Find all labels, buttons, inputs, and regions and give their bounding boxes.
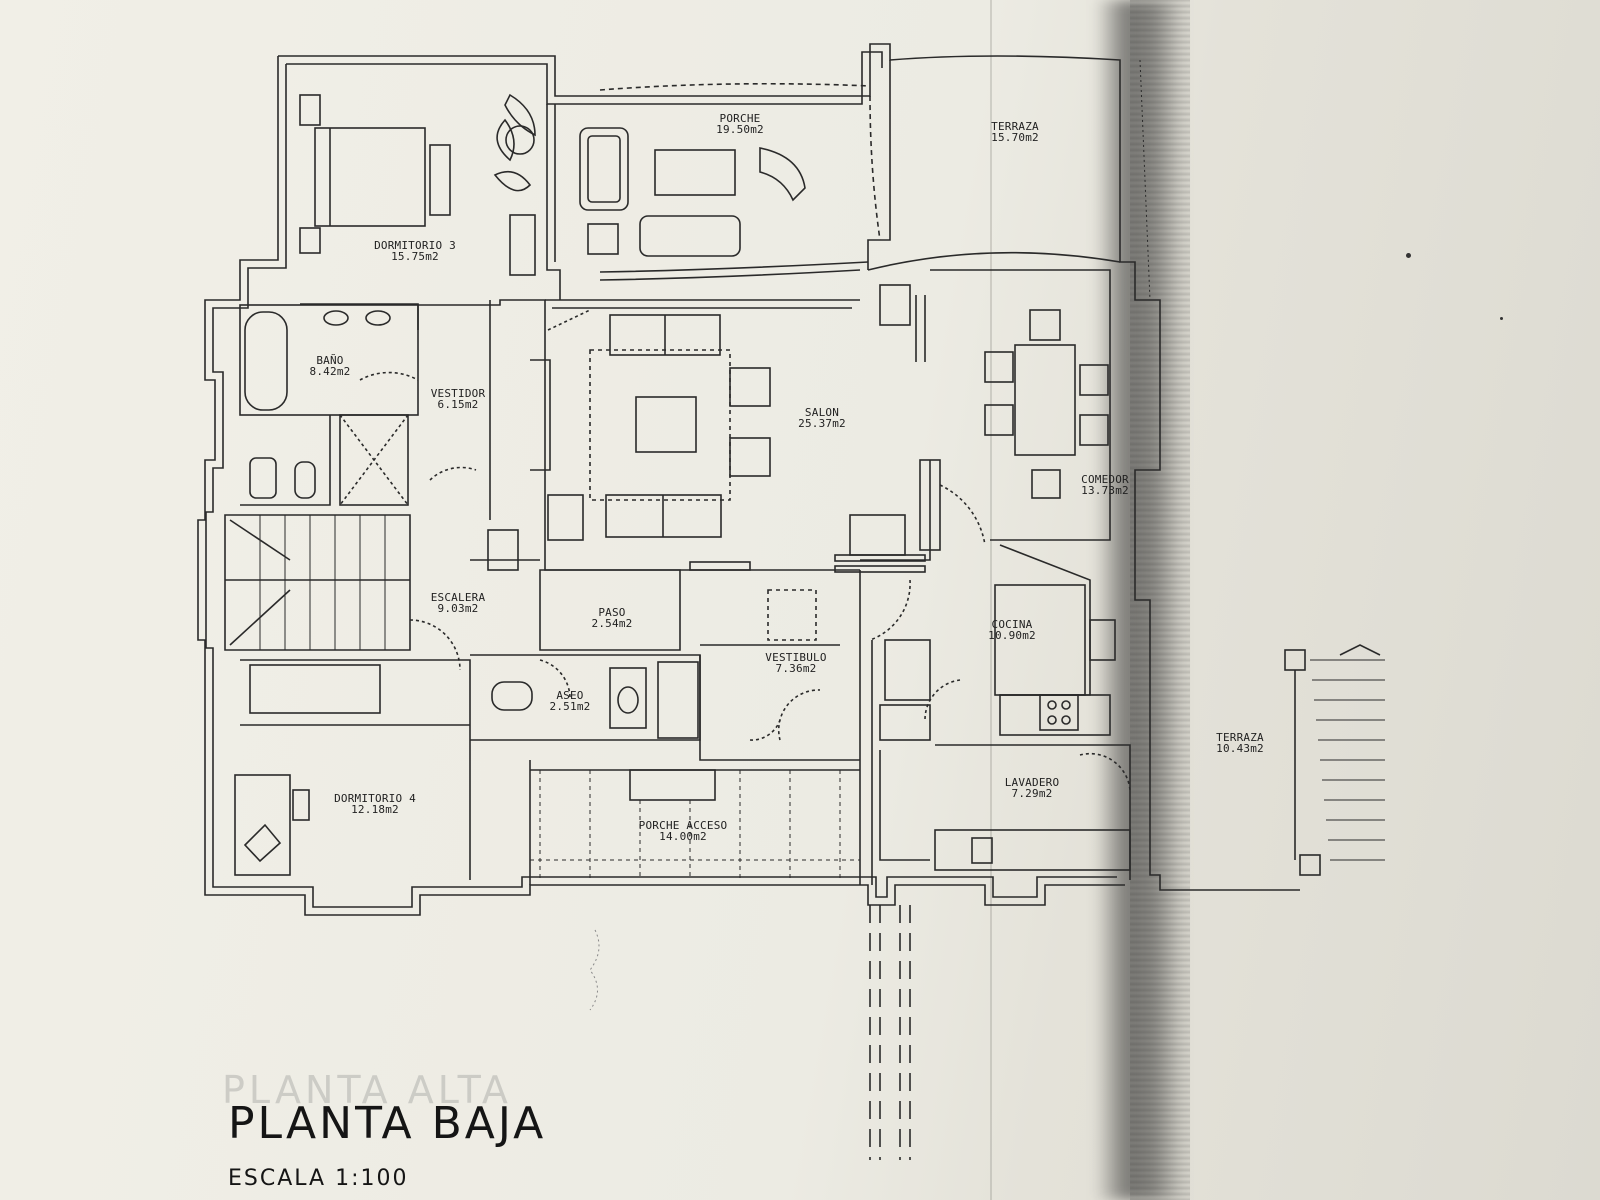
ink-speck [1406,253,1411,258]
ink-speck [1500,317,1503,320]
paper-fold [990,0,992,1200]
plan-scale: ESCALA 1:100 [228,1166,409,1191]
ghost-title: PLANTA ALTA [222,1068,512,1112]
plan-title: PLANTA BAJA [228,1098,547,1149]
outer-wall [278,43,1300,891]
